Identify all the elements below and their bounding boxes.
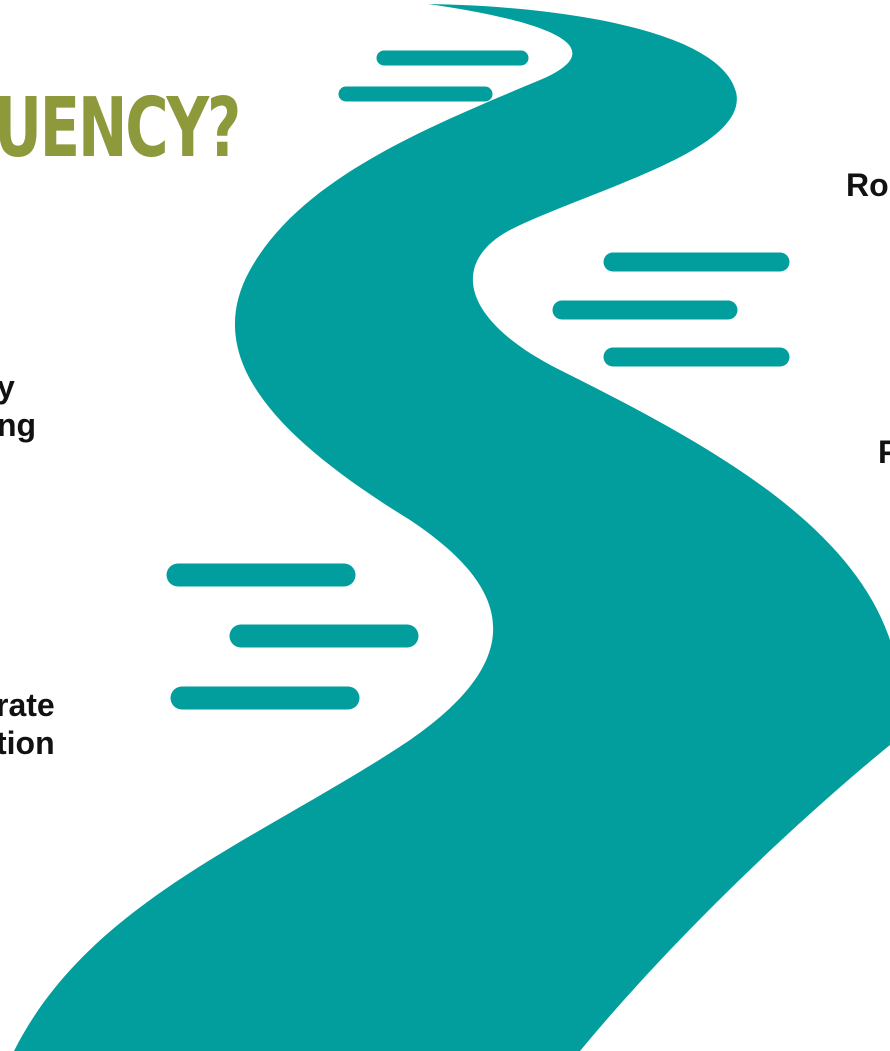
right-label-2-line-1: P — [878, 434, 890, 470]
left-label-2: rate tion — [0, 686, 55, 762]
left-label-1: y ng — [0, 368, 36, 444]
headline: UENCY? — [0, 81, 241, 176]
right-label-1: Ro — [846, 166, 889, 204]
left-label-1-line-1: y — [0, 369, 15, 405]
right-label-1-line-1: Ro — [846, 167, 889, 203]
left-label-2-line-1: rate — [0, 687, 55, 723]
right-label-2: P — [878, 433, 890, 471]
river-shape — [14, 4, 890, 1051]
left-label-1-line-2: ng — [0, 407, 37, 443]
left-label-2-line-2: tion — [0, 725, 55, 761]
